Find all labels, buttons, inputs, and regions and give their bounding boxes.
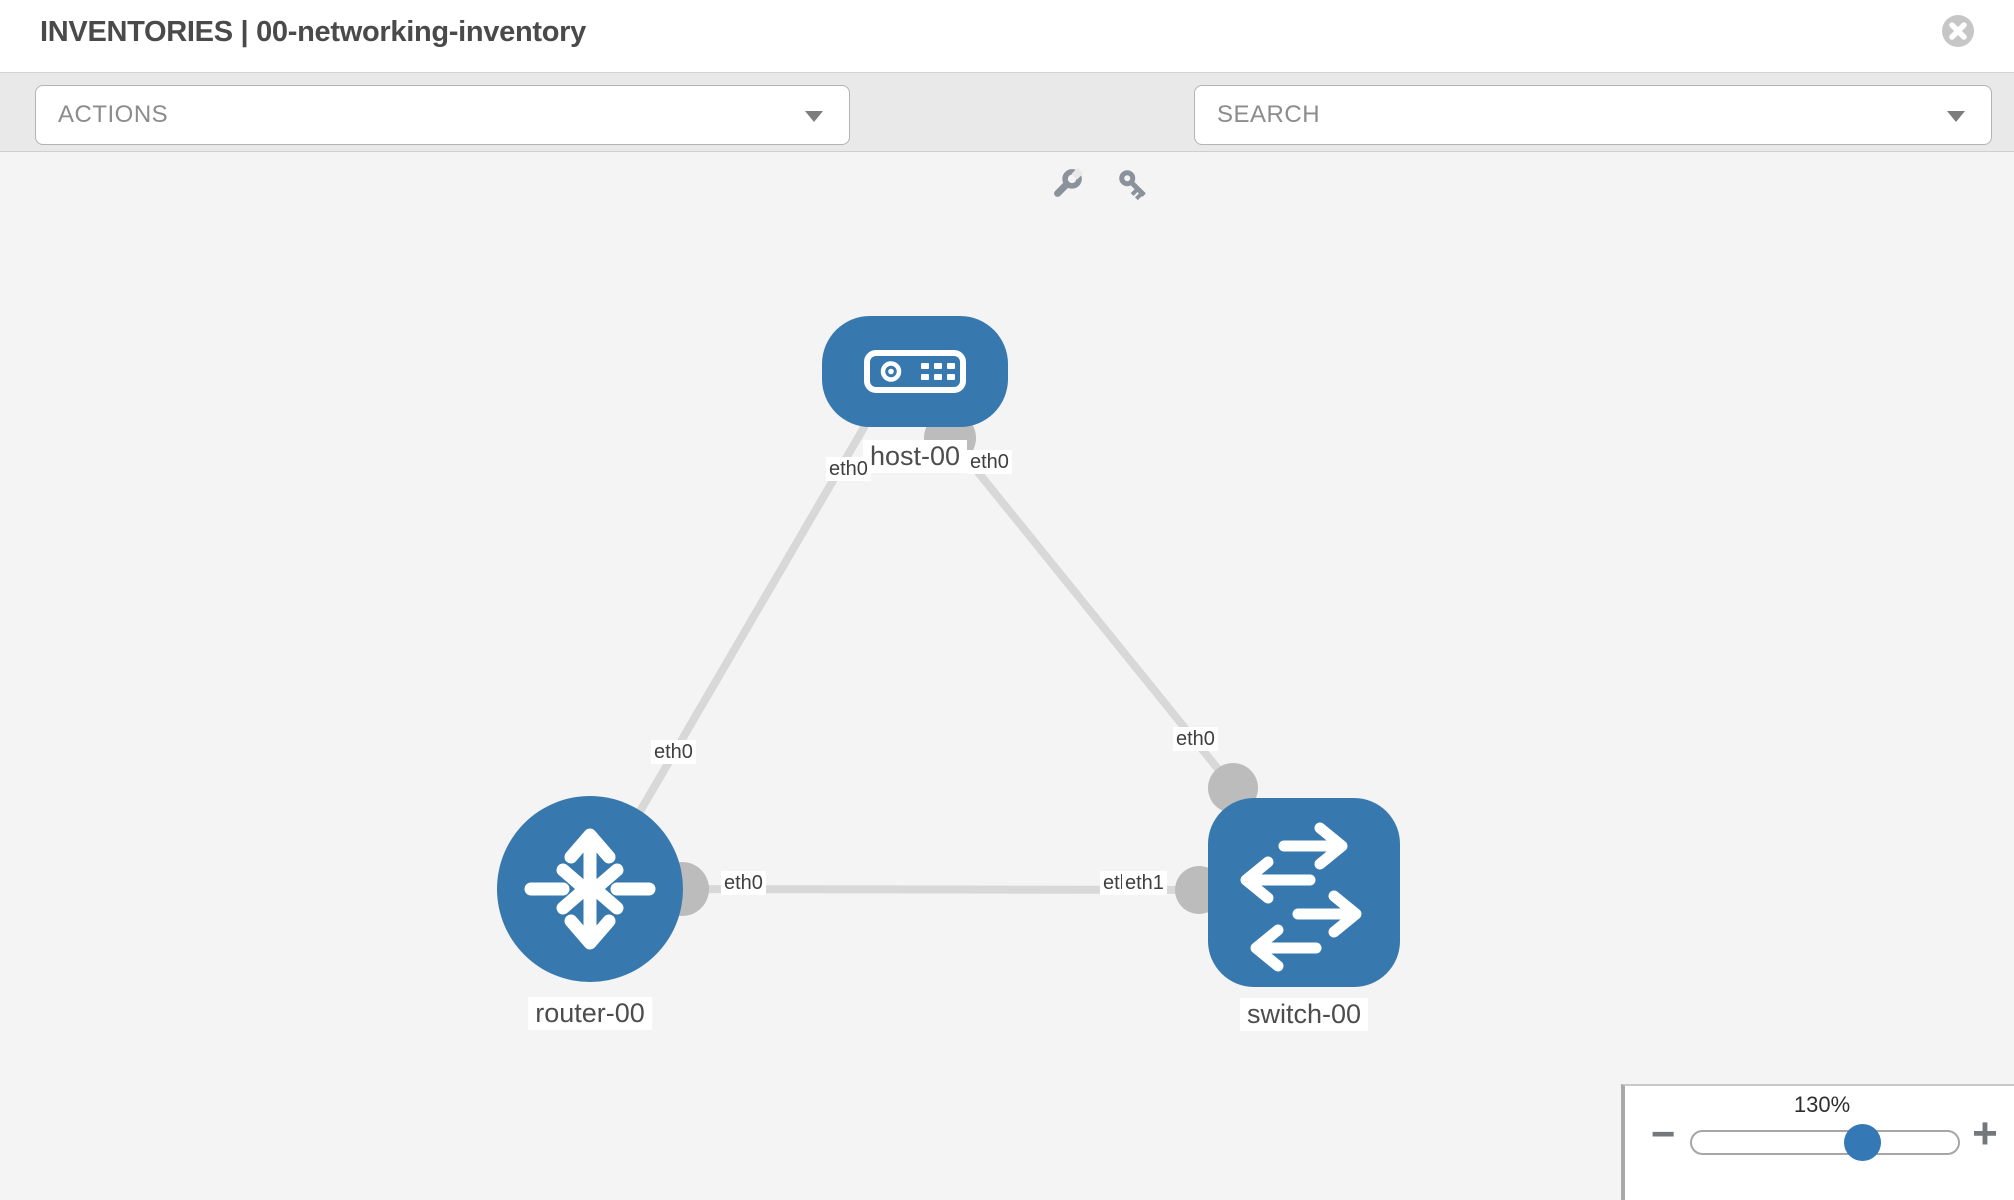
caret-down-icon	[805, 111, 823, 122]
interface-label-eth1: eth1	[1122, 871, 1167, 895]
router-arrows-icon	[524, 828, 656, 950]
search-dropdown[interactable]: SEARCH	[1194, 85, 1992, 145]
node-label-host-00: host-00	[862, 440, 968, 474]
node-switch-00[interactable]	[1208, 797, 1400, 987]
server-icon	[864, 349, 966, 393]
header: INVENTORIES | 00-networking-inventory	[0, 0, 2014, 72]
tools-button[interactable]	[1045, 166, 1085, 206]
zoom-percentage: 130%	[1793, 1092, 1851, 1117]
toolbar: ACTIONS SEARCH	[0, 72, 2014, 201]
close-button[interactable]	[1941, 14, 1975, 48]
node-router-00[interactable]	[497, 796, 683, 982]
zoom-control-panel: 130% − +	[1621, 1084, 2014, 1200]
zoom-in-button[interactable]: +	[1965, 1110, 2005, 1158]
close-icon	[1942, 15, 1974, 47]
zoom-out-button[interactable]: −	[1643, 1112, 1683, 1156]
interface-label-eth0: eth0	[1173, 727, 1218, 751]
interface-label-eth0: eth0	[651, 740, 696, 764]
wrench-icon	[1054, 167, 1084, 197]
topology-canvas[interactable]	[0, 152, 2014, 1200]
zoom-slider-handle[interactable]	[1843, 1124, 1881, 1161]
actions-dropdown-label: ACTIONS	[58, 101, 169, 128]
node-label-switch-00: switch-00	[1239, 998, 1369, 1032]
node-label-router-00: router-00	[528, 997, 652, 1031]
actions-dropdown[interactable]: ACTIONS	[35, 85, 850, 145]
interface-label-eth0: eth0	[967, 450, 1012, 474]
interface-label-eth0: eth0	[721, 871, 766, 895]
credentials-button[interactable]	[1115, 166, 1155, 206]
caret-down-icon	[1947, 111, 1965, 122]
page-title: INVENTORIES | 00-networking-inventory	[40, 16, 586, 48]
zoom-slider[interactable]	[1690, 1124, 1960, 1161]
search-dropdown-label: SEARCH	[1217, 101, 1321, 128]
switch-arrows-icon	[1240, 822, 1362, 971]
interface-label-eth0: eth0	[826, 457, 871, 481]
node-host-00[interactable]	[822, 315, 1008, 427]
key-icon	[1119, 170, 1146, 201]
